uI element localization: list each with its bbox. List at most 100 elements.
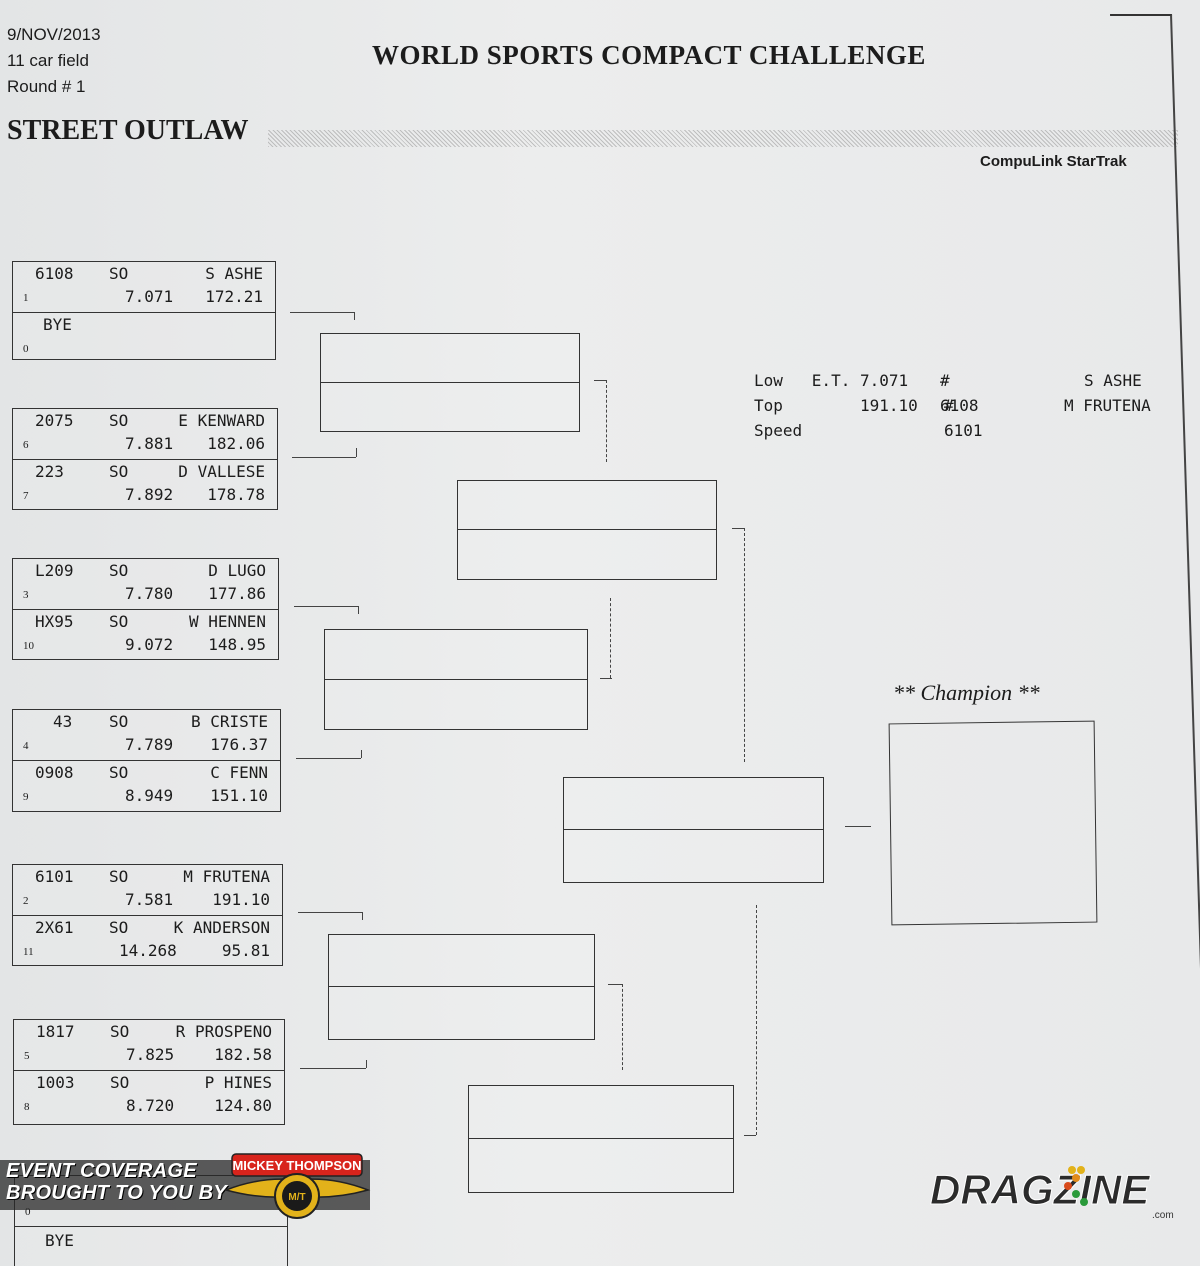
seed-number: 7 xyxy=(23,490,29,502)
trap-speed: 151.10 xyxy=(210,786,268,805)
page-border xyxy=(1110,14,1200,1248)
entry-row: BYE 0 xyxy=(13,313,275,363)
class-code: SO xyxy=(110,1073,130,1092)
low-et-value: 7.071 xyxy=(860,371,909,390)
round2-slot xyxy=(328,934,595,1040)
bracket-connector xyxy=(354,312,355,320)
round3-slot xyxy=(468,1085,734,1193)
slot-lane xyxy=(321,383,579,432)
header-hatch-divider xyxy=(268,130,1178,147)
class-code: SO xyxy=(109,918,129,937)
driver-name: E KENWARD xyxy=(178,411,265,430)
pair-box: 6101 SO M FRUTENA 2 7.581 191.10 2X61 SO… xyxy=(12,864,283,966)
entry-row: 2X61 SO K ANDERSON 11 14.268 95.81 xyxy=(13,916,282,966)
elapsed-time: 14.268 xyxy=(119,941,177,960)
elapsed-time: 7.581 xyxy=(125,890,174,909)
driver-name: P HINES xyxy=(204,1073,272,1092)
bracket-connector xyxy=(294,606,358,607)
elapsed-time: 7.780 xyxy=(125,584,174,603)
sponsor-text: EVENT COVERAGE BROUGHT TO YOU BY xyxy=(6,1160,227,1204)
dragzine-logo-icon: DRAGZINE .com xyxy=(930,1166,1174,1221)
car-number: L209 xyxy=(35,561,74,580)
pair-box: L209 SO D LUGO 3 7.780 177.86 HX95 SO W … xyxy=(12,558,279,660)
driver-name: W HENNEN xyxy=(188,612,266,631)
top-speed-car: # 6101 xyxy=(944,396,983,440)
bracket-connector xyxy=(300,1068,366,1069)
low-et-car: # 6108 xyxy=(940,371,979,415)
class-code: SO xyxy=(109,712,129,731)
seed-number: 6 xyxy=(23,439,29,451)
seed-number: 5 xyxy=(24,1050,30,1062)
site-suffix: .com xyxy=(1152,1210,1174,1220)
pair-box: 2075 SO E KENWARD 6 7.881 182.06 223 SO … xyxy=(12,408,278,510)
car-number: 223 xyxy=(35,462,64,481)
elapsed-time: 7.881 xyxy=(125,434,174,453)
elapsed-time: 8.949 xyxy=(125,786,174,805)
bracket-connector xyxy=(362,912,363,920)
sponsor-line-1: EVENT COVERAGE xyxy=(6,1160,197,1182)
entry-row: 43 SO B CRISTE 4 7.789 176.37 xyxy=(13,710,280,761)
bracket-connector xyxy=(610,598,611,678)
seed-number: 2 xyxy=(23,895,29,907)
slot-lane xyxy=(564,778,823,830)
seed-number: 0 xyxy=(23,343,29,355)
bracket-connector xyxy=(600,678,612,679)
slot-lane xyxy=(458,481,716,530)
entry-row: 0908 SO C FENN 9 8.949 151.10 xyxy=(13,761,280,811)
bye-label: BYE xyxy=(43,315,72,334)
car-number: 43 xyxy=(53,712,73,731)
trap-speed: 172.21 xyxy=(205,287,263,306)
driver-name: B CRISTE xyxy=(190,712,268,731)
car-number: 2X61 xyxy=(35,918,74,937)
bracket-connector xyxy=(756,905,757,1135)
champion-box xyxy=(888,720,1098,926)
software-credit: CompuLink StarTrak xyxy=(980,153,1127,170)
class-code: SO xyxy=(109,612,129,631)
event-title: WORLD SPORTS COMPACT CHALLENGE xyxy=(372,40,926,70)
entry-row: 6101 SO M FRUTENA 2 7.581 191.10 xyxy=(13,865,282,916)
driver-name: M FRUTENA xyxy=(183,867,270,886)
round3-slot xyxy=(457,480,717,580)
bracket-connector xyxy=(622,984,623,1070)
top-speed-value: 191.10 xyxy=(860,396,918,415)
bracket-connector xyxy=(356,448,357,457)
bracket-connector xyxy=(298,912,362,913)
round2-slot xyxy=(320,333,580,432)
champion-label: ** Champion ** xyxy=(893,680,1040,705)
car-number: HX95 xyxy=(35,612,74,631)
entry-row: BYE xyxy=(15,1227,287,1250)
car-number: 1003 xyxy=(36,1073,75,1092)
bracket-connector xyxy=(732,528,744,529)
slot-lane xyxy=(469,1086,733,1139)
round2-slot xyxy=(324,629,588,730)
sponsor-name: MICKEY THOMPSON xyxy=(232,1158,361,1173)
trap-speed: 178.78 xyxy=(207,485,265,504)
class-code: SO xyxy=(109,462,129,481)
class-code: SO xyxy=(110,1022,130,1041)
slot-lane xyxy=(321,334,579,383)
entry-row: 1817 SO R PROSPENO 5 7.825 182.58 xyxy=(14,1020,284,1071)
pair-box: 6108 SO S ASHE 1 7.071 172.21 BYE 0 xyxy=(12,261,276,360)
driver-name: D LUGO xyxy=(208,561,266,580)
seed-number: 0 xyxy=(25,1206,31,1218)
round-number: Round # 1 xyxy=(7,77,86,96)
slot-lane xyxy=(325,680,587,730)
elapsed-time: 7.825 xyxy=(126,1045,175,1064)
driver-name: C FENN xyxy=(210,763,268,782)
bracket-connector xyxy=(845,826,871,827)
pair-box: 1817 SO R PROSPENO 5 7.825 182.58 1003 S… xyxy=(13,1019,285,1125)
class-code: SO xyxy=(109,561,129,580)
seed-number: 4 xyxy=(23,740,29,752)
elapsed-time: 7.789 xyxy=(125,735,174,754)
car-number: 6108 xyxy=(35,264,74,283)
entry-row: 6108 SO S ASHE 1 7.071 172.21 xyxy=(13,262,275,313)
bracket-connector xyxy=(358,606,359,614)
driver-name: R PROSPENO xyxy=(175,1022,272,1041)
event-date: 9/NOV/2013 xyxy=(7,25,101,44)
elapsed-time: 8.720 xyxy=(126,1096,175,1115)
bye-label: BYE xyxy=(45,1231,74,1250)
mickey-thompson-logo-icon: MICKEY THOMPSON M/T xyxy=(223,1153,371,1219)
class-code: SO xyxy=(109,867,129,886)
entry-row: 223 SO D VALLESE 7 7.892 178.78 xyxy=(13,460,277,510)
seed-number: 3 xyxy=(23,589,29,601)
